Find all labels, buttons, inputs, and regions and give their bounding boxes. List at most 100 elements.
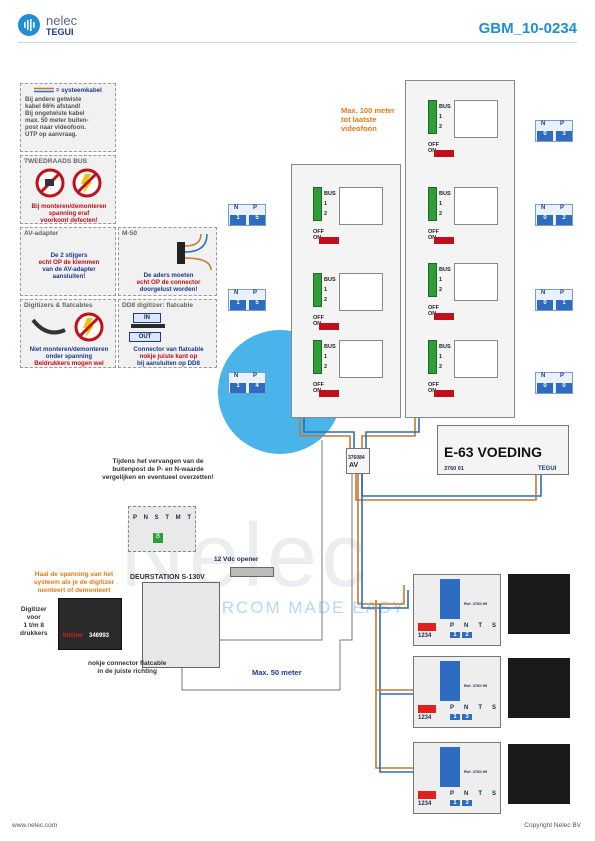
nokje-line: in de juiste richting bbox=[97, 668, 157, 675]
av-adapter-line: De 2 stijgers bbox=[50, 252, 88, 259]
terminal-label: BUS bbox=[324, 344, 336, 350]
terminal-label: BUS bbox=[324, 191, 336, 197]
note-nokje: nokje connector flatcable in de juiste r… bbox=[88, 660, 166, 676]
bus-terminal bbox=[428, 263, 437, 297]
digitizers-line: Niet monteren/demonteren bbox=[29, 346, 109, 353]
flatcable-warning-icon bbox=[31, 312, 104, 342]
panel-systeemkabel: = systeemkabel Bij andere getwiste kabel… bbox=[20, 83, 116, 152]
np-value-n: 0 bbox=[537, 383, 553, 393]
np-head-p: P bbox=[560, 373, 565, 379]
dip-switch[interactable] bbox=[418, 705, 436, 713]
module-s bbox=[486, 800, 496, 806]
ptns-head: T bbox=[478, 791, 482, 797]
module-n: 3 bbox=[462, 800, 472, 806]
off-on-switch[interactable] bbox=[434, 390, 454, 397]
av-adapter-line: echt OP de klemmen bbox=[38, 259, 100, 266]
digitizers-line: onder spanning bbox=[45, 353, 93, 360]
np-value-p: 3 bbox=[556, 131, 572, 141]
module-p: 1 bbox=[450, 714, 460, 720]
off-on-label: OFF ON bbox=[313, 229, 324, 241]
ptns-head: T bbox=[478, 623, 482, 629]
terminal-label: 1 bbox=[439, 354, 443, 360]
off-on-switch[interactable] bbox=[434, 237, 454, 244]
off-on-switch[interactable] bbox=[434, 150, 454, 157]
terminal-label: 1 bbox=[324, 287, 328, 293]
digitizer-voor-line: 1 t/m 8 bbox=[23, 622, 45, 629]
digitizer-brand: bticino bbox=[63, 633, 83, 639]
off-on-switch[interactable] bbox=[319, 237, 339, 244]
np-head-p: P bbox=[253, 205, 258, 211]
module-n: 2 bbox=[462, 632, 472, 638]
terminal-label: 1 bbox=[439, 114, 443, 120]
terminal-label: 1 bbox=[439, 201, 443, 207]
dip-switch[interactable] bbox=[418, 623, 436, 631]
panel-systeemkabel-title: = systeemkabel bbox=[55, 87, 102, 94]
psu-code: 3760 01 bbox=[444, 466, 464, 472]
panel-dd8-title: DD8 digitizer: flatcable bbox=[122, 302, 194, 309]
module-ref: Ref. 3760 99 bbox=[464, 683, 488, 688]
av-adapter-line: van de AV-adapter bbox=[42, 266, 96, 273]
no-plug-warning-icons bbox=[35, 168, 102, 198]
ptns-head: N bbox=[464, 705, 469, 711]
nelec-logo-icon bbox=[18, 14, 40, 36]
dip-switch[interactable] bbox=[418, 791, 436, 799]
module-ref: Ref. 3760 99 bbox=[464, 769, 488, 774]
np-head-n: N bbox=[541, 290, 546, 296]
videophone-screen bbox=[339, 273, 383, 311]
terminal-label: BUS bbox=[439, 191, 451, 197]
np-value-p: 1 bbox=[556, 300, 572, 310]
vervangen-line: Tijdens het vervangen van de bbox=[112, 458, 204, 465]
connector-icon bbox=[177, 233, 212, 270]
panel-digitizers-title: Digitizers & flatcables bbox=[24, 302, 93, 309]
vervangen-line: buitenpost de P- en N-waarde bbox=[112, 466, 204, 473]
max100-line: videofoon bbox=[341, 124, 377, 133]
off-on-label: OFF ON bbox=[313, 315, 324, 327]
ptns-head: S bbox=[491, 623, 496, 629]
note-digitizer-voor: Digitizer voor 1 t/m 8 drukkers bbox=[20, 606, 47, 638]
dd8-line: bij aansluiten op DD8 bbox=[137, 360, 200, 367]
off-on-label: OFF ON bbox=[428, 305, 439, 317]
module-t bbox=[474, 714, 484, 720]
terminal-label: 2 bbox=[324, 297, 328, 303]
videophone-screen bbox=[339, 340, 383, 378]
dip-label: 1234 bbox=[418, 715, 432, 721]
videophone-screen bbox=[454, 100, 498, 138]
systeemkabel-line: UTP op aanvraag. bbox=[25, 131, 78, 138]
cable-icon bbox=[34, 88, 55, 93]
terminal-label: 1 bbox=[324, 201, 328, 207]
systeemkabel-line: post naar videofoon. bbox=[25, 124, 86, 131]
np-head-n: N bbox=[234, 373, 239, 379]
footer-website[interactable]: www.nelec.com bbox=[12, 822, 58, 829]
module-t bbox=[474, 632, 484, 638]
systeemkabel-line: Bij andere getwiste bbox=[25, 96, 82, 103]
terminal-label: 2 bbox=[324, 211, 328, 217]
terminal-label: 2 bbox=[324, 364, 328, 370]
terminal-label: 2 bbox=[439, 364, 443, 370]
np-value-n: 1 bbox=[230, 300, 246, 310]
np-value-n: 1 bbox=[230, 215, 246, 225]
ptns-head: S bbox=[491, 791, 496, 797]
off-on-switch[interactable] bbox=[319, 323, 339, 330]
module-terminal-block bbox=[440, 747, 460, 787]
off-on-switch[interactable] bbox=[434, 313, 454, 320]
off-on-switch[interactable] bbox=[319, 390, 339, 397]
panel-dd8: DD8 digitizer: flatcable IN OUT Connecto… bbox=[118, 299, 217, 368]
dip-label: 1234 bbox=[418, 633, 432, 639]
digitizer-voor-line: drukkers bbox=[20, 630, 48, 637]
np-head-p: P bbox=[253, 373, 258, 379]
module-p: 1 bbox=[450, 632, 460, 638]
dd8-in-label: IN bbox=[133, 313, 161, 323]
videophone-screen bbox=[339, 187, 383, 225]
haal-line: monteert of demonteert bbox=[37, 587, 111, 594]
dd8-out-label: OUT bbox=[129, 332, 161, 342]
brand-sub: TEGUI bbox=[46, 27, 74, 37]
panel-m50-title: M-50 bbox=[122, 230, 138, 237]
terminal-label: 1 bbox=[439, 277, 443, 283]
np-value-n: 0 bbox=[537, 215, 553, 225]
